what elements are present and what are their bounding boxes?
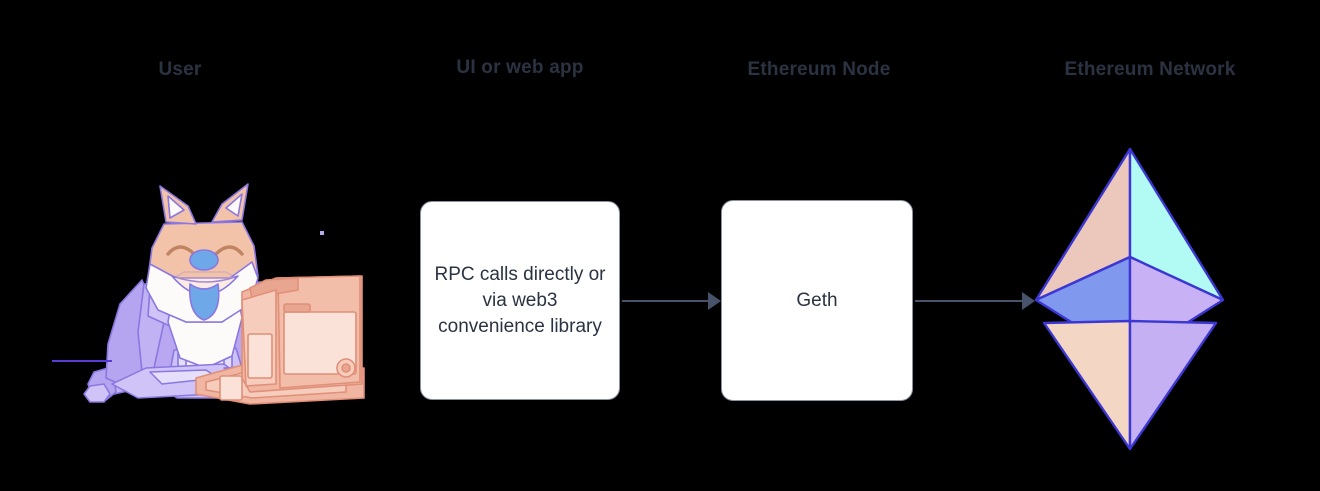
node-geth[interactable]: Geth bbox=[721, 200, 913, 401]
column-title-ethereum-node: Ethereum Node bbox=[747, 59, 891, 80]
connector-rpc-to-geth bbox=[622, 290, 721, 312]
desk-line bbox=[52, 360, 112, 362]
arrowhead-icon bbox=[1022, 292, 1035, 310]
column-title-ethereum-network: Ethereum Network bbox=[1064, 59, 1236, 80]
node-rpc-calls[interactable]: RPC calls directly or via web3 convenien… bbox=[420, 201, 620, 400]
arrowhead-icon bbox=[708, 292, 721, 310]
node-rpc-calls-label: RPC calls directly or via web3 convenien… bbox=[434, 263, 606, 337]
speck-artifact bbox=[320, 231, 324, 235]
column-title-user: User bbox=[158, 59, 202, 80]
node-geth-label: Geth bbox=[796, 289, 838, 311]
connector-shaft bbox=[915, 300, 1022, 302]
ethereum-logo-icon bbox=[1030, 143, 1230, 455]
connector-geth-to-network bbox=[915, 290, 1035, 312]
shiba-astronaut-illustration bbox=[46, 172, 366, 407]
column-title-ui-web-app: UI or web app bbox=[456, 57, 584, 78]
connector-shaft bbox=[622, 300, 708, 302]
